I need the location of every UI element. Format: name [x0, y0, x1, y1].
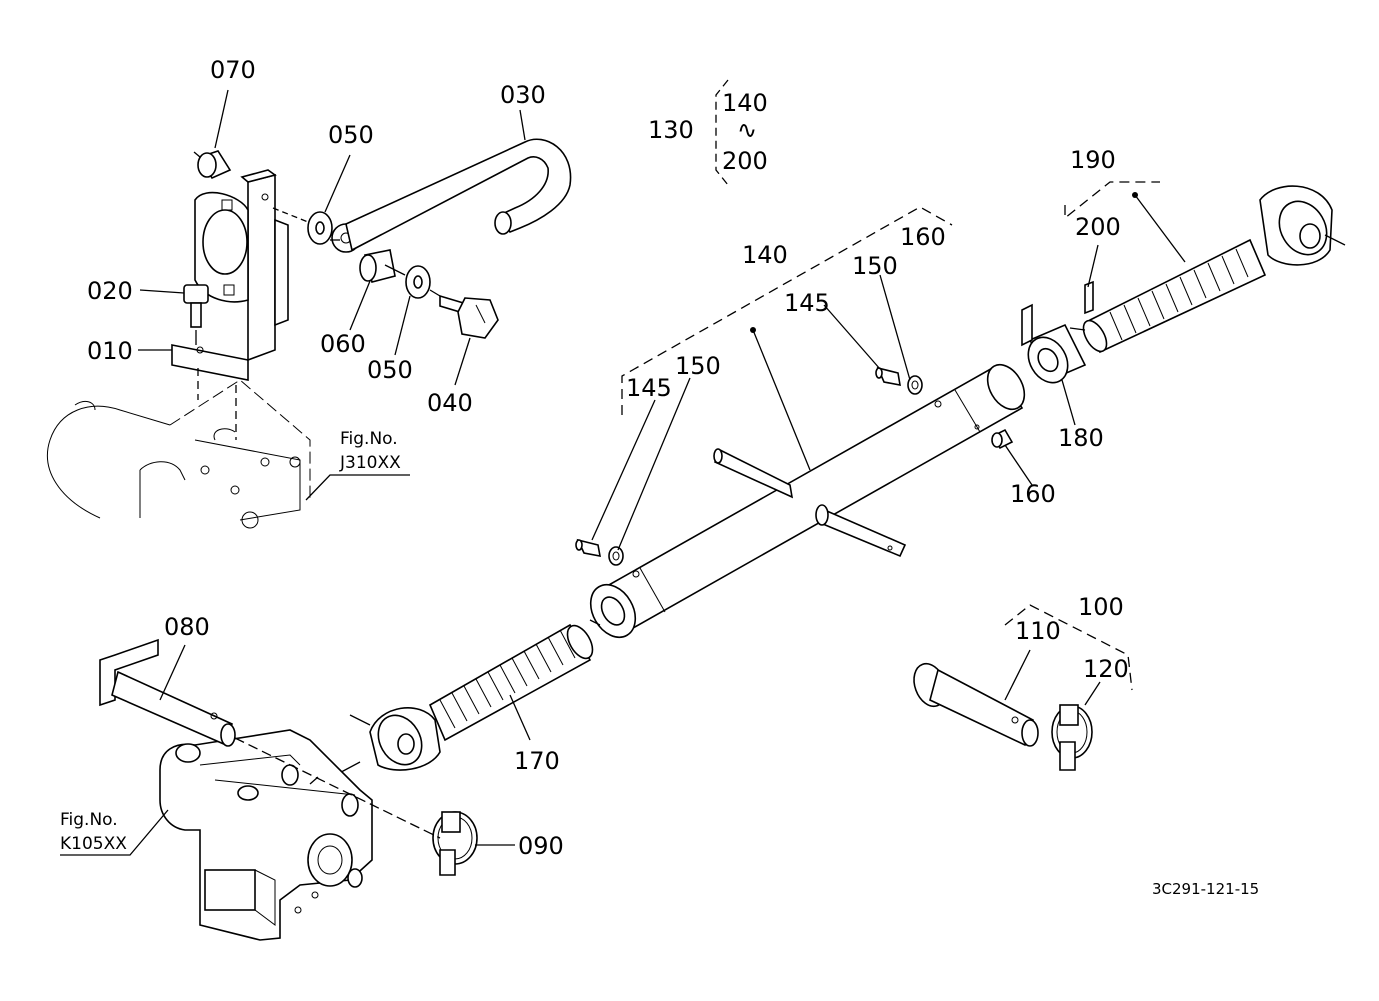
bolt-040 — [439, 294, 499, 339]
washer-150-left — [608, 546, 624, 566]
washer-050-top — [307, 211, 333, 245]
label-200[interactable]: 200 — [1075, 213, 1121, 241]
label-030[interactable]: 030 — [500, 81, 546, 109]
label-050-bottom[interactable]: 050 — [367, 356, 413, 384]
pin-080 — [99, 638, 236, 747]
leaders-bottom-right — [1004, 649, 1101, 706]
label-150-right[interactable]: 150 — [852, 252, 898, 280]
label-130[interactable]: 130 — [648, 116, 694, 144]
fig-ref-k105-line1[interactable]: Fig.No. — [60, 810, 118, 830]
label-145-left[interactable]: 145 — [626, 374, 672, 402]
bracket-010 — [171, 169, 289, 381]
label-080[interactable]: 080 — [164, 613, 210, 641]
fig-ref-k105-line2[interactable]: K105XX — [60, 834, 127, 854]
spring-pin-180 — [1021, 303, 1033, 347]
pin-200 — [1084, 280, 1094, 315]
label-070[interactable]: 070 — [210, 56, 256, 84]
collar-060 — [359, 249, 396, 283]
label-180[interactable]: 180 — [1058, 424, 1104, 452]
leaders-top-left — [138, 89, 526, 501]
grease-nipple-145-right — [875, 366, 901, 386]
collar-070 — [197, 150, 232, 180]
plug-160 — [991, 428, 1014, 450]
rod-030 — [331, 138, 572, 253]
fig-ref-j310-line1[interactable]: Fig.No. — [340, 429, 398, 449]
lynch-pin-090 — [432, 811, 478, 876]
lynch-pin-120 — [1051, 704, 1093, 771]
label-190[interactable]: 190 — [1070, 146, 1116, 174]
label-160-top[interactable]: 160 — [900, 223, 946, 251]
label-010[interactable]: 010 — [87, 337, 133, 365]
label-160-bottom[interactable]: 160 — [1010, 480, 1056, 508]
group-140-bracket — [621, 206, 953, 415]
group-100-bracket — [1004, 604, 1133, 691]
leaders-main — [329, 181, 1346, 779]
handle-140 — [713, 448, 907, 558]
ball-joint-190 — [1259, 185, 1333, 266]
housing-top-left — [46, 379, 311, 529]
label-060[interactable]: 060 — [320, 330, 366, 358]
fig-ref-j310-line2[interactable]: J310XX — [339, 453, 401, 473]
label-145-right[interactable]: 145 — [784, 289, 830, 317]
screw-190 — [1082, 238, 1267, 354]
label-200-range-end[interactable]: 200 — [722, 147, 768, 175]
ball-joint-170 — [369, 707, 441, 771]
tube-140 — [589, 363, 1026, 639]
label-020[interactable]: 020 — [87, 277, 133, 305]
label-050-top[interactable]: 050 — [328, 121, 374, 149]
label-090[interactable]: 090 — [518, 832, 564, 860]
group-130-bracket — [715, 79, 729, 186]
label-120[interactable]: 120 — [1083, 655, 1129, 683]
bolt-020 — [183, 284, 209, 328]
washer-050-bottom — [405, 265, 431, 299]
diagram-code: 3C291-121-15 — [1152, 880, 1259, 898]
label-040[interactable]: 040 — [427, 389, 473, 417]
part-labels: 070 050 030 020 010 060 050 040 130 140 … — [60, 56, 1259, 898]
housing-bottom-left — [159, 729, 373, 941]
label-140-range-start[interactable]: 140 — [722, 89, 768, 117]
nut-180 — [1027, 323, 1087, 384]
label-150-left[interactable]: 150 — [675, 352, 721, 380]
pin-110 — [913, 662, 1039, 747]
label-140[interactable]: 140 — [742, 241, 788, 269]
label-170[interactable]: 170 — [514, 747, 560, 775]
leaders-bottom-left — [60, 644, 515, 856]
range-tilde: ∿ — [737, 116, 757, 144]
washer-150-right — [907, 375, 923, 395]
grease-nipple-145-left — [575, 538, 601, 558]
label-100[interactable]: 100 — [1078, 593, 1124, 621]
screw-170 — [428, 623, 594, 742]
label-110[interactable]: 110 — [1015, 617, 1061, 645]
